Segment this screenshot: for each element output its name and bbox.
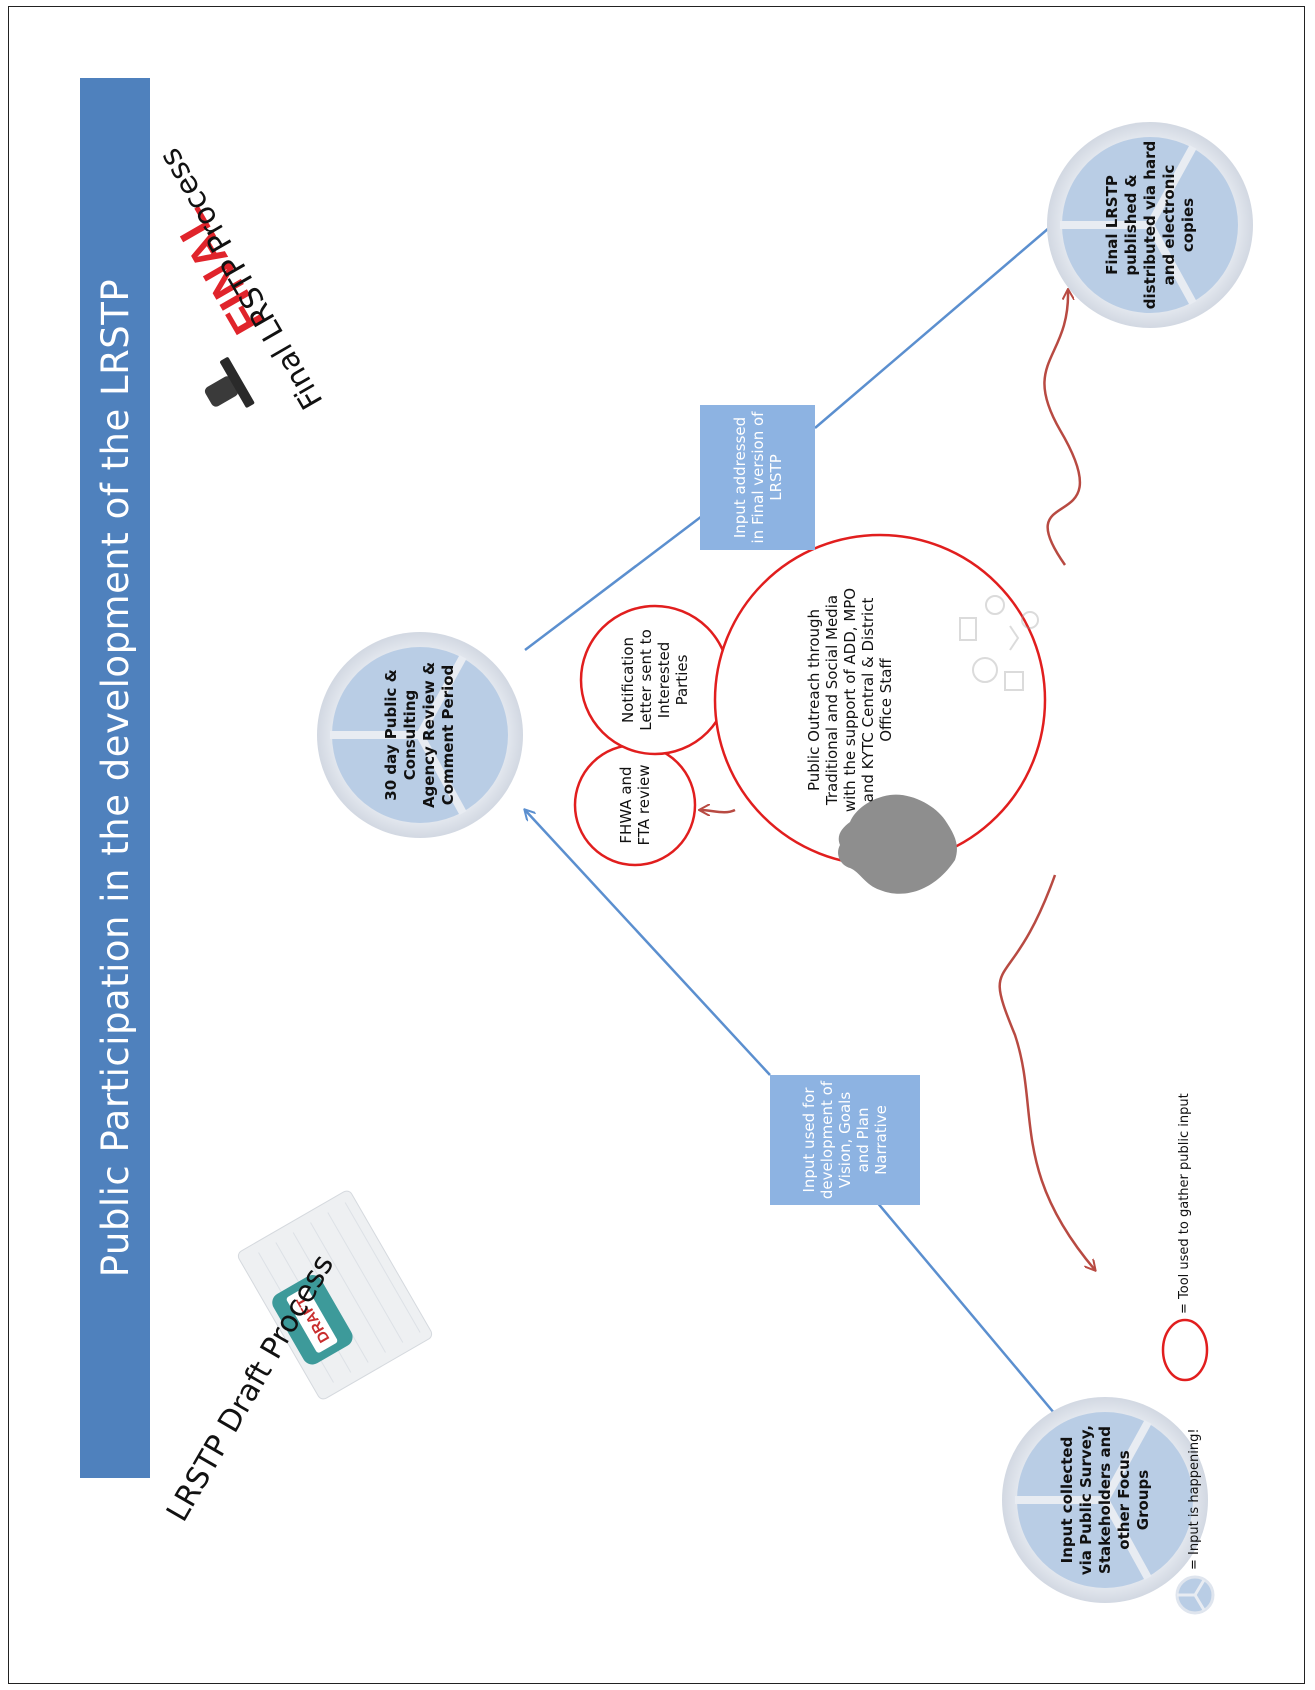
- speaking-head-icon: [838, 794, 957, 894]
- arrow-outreach-to-input: [998, 874, 1095, 1270]
- node-review-period: [317, 632, 523, 838]
- legend-tool-text: = Tool used to gather public input: [1177, 1093, 1192, 1314]
- page-border: [8, 6, 1305, 1684]
- node-final-published: [1047, 122, 1253, 328]
- draft-stamp-graphic: DRAFT: [237, 1190, 433, 1400]
- arrow-review-to-box: [524, 509, 711, 651]
- tool-text-outreach: Public Outreach through Traditional and …: [805, 587, 895, 813]
- arrow-fhwa-to-review: [700, 810, 736, 812]
- node-input-collected: [1002, 1397, 1208, 1603]
- node-text-input-collected: Input collected via Public Survey, Stake…: [1057, 1424, 1152, 1576]
- arrow-box-to-review: [525, 810, 771, 1076]
- legend-input-node-icon: [1175, 1575, 1215, 1615]
- legend-input-text: = Input is happening!: [1187, 1428, 1202, 1570]
- tool-text-notification: Notification Letter sent to Interested P…: [619, 629, 691, 731]
- arrow-box-to-final: [814, 210, 1070, 429]
- box-input-addressed: Input addressed in Final version of LRST…: [700, 405, 815, 550]
- node-text-final-published: Final LRSTP published & distributed via …: [1102, 140, 1197, 310]
- arrow-outreach-to-final: [1043, 290, 1082, 566]
- node-text-review-period: 30 day Public & Consulting Agency Review…: [382, 661, 457, 809]
- tool-text-fhwa: FHWA and FTA review: [617, 764, 653, 846]
- social-media-icons: [959, 595, 1039, 691]
- box-input-used: Input used for development of Vision, Go…: [770, 1075, 920, 1205]
- arrow-input-to-box: [849, 1169, 1061, 1421]
- legend-tool-icon: [1161, 1318, 1209, 1382]
